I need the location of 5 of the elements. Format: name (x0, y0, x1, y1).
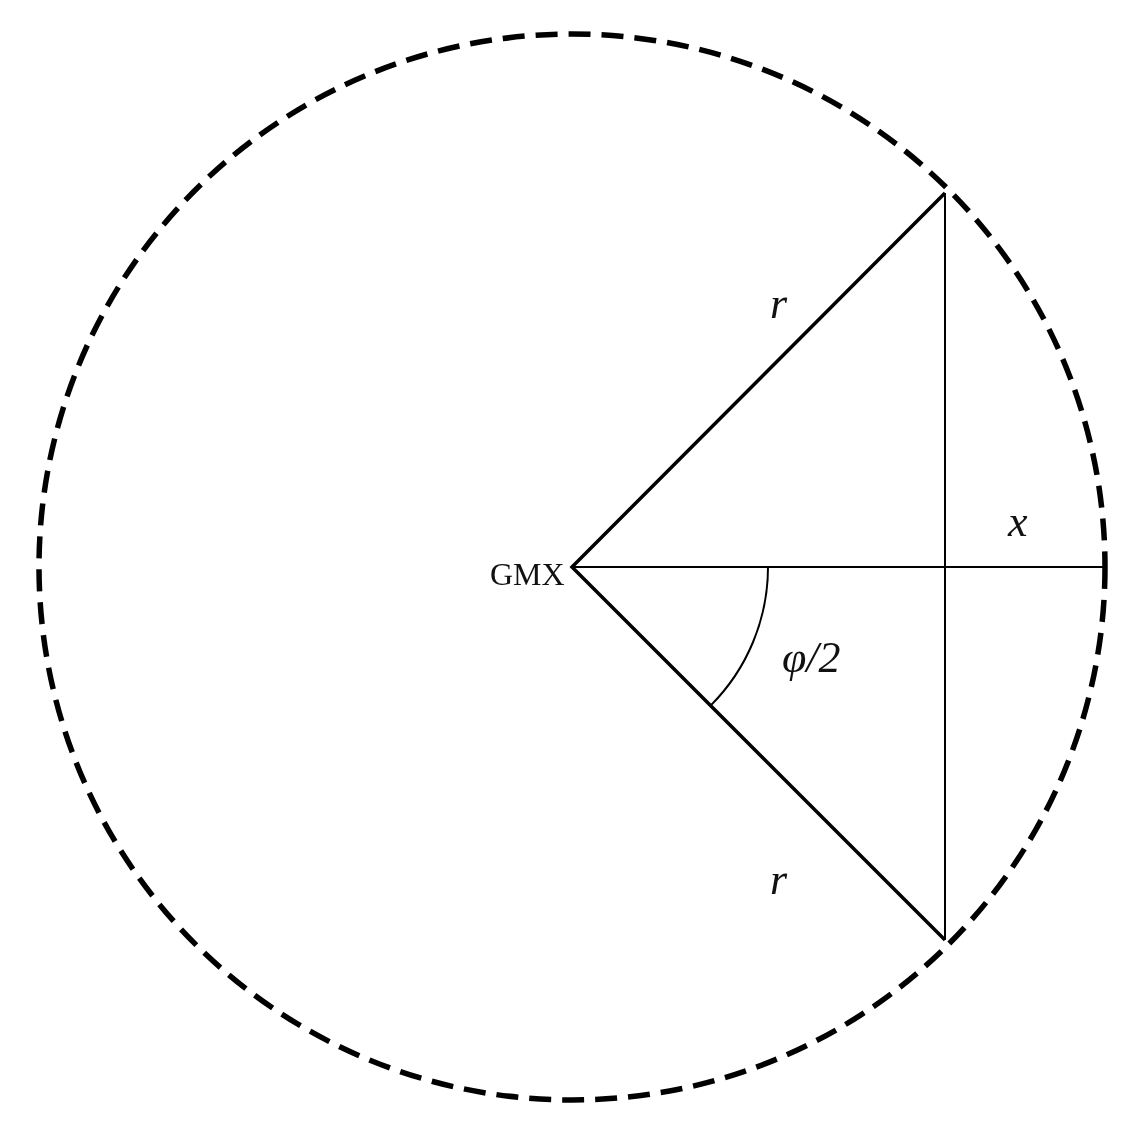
radius-label: r (770, 282, 788, 326)
radius-label: r (770, 858, 788, 902)
center-label: GMX (490, 558, 565, 590)
segment-label: x (1008, 500, 1028, 544)
angle-label: φ/2 (782, 636, 841, 680)
